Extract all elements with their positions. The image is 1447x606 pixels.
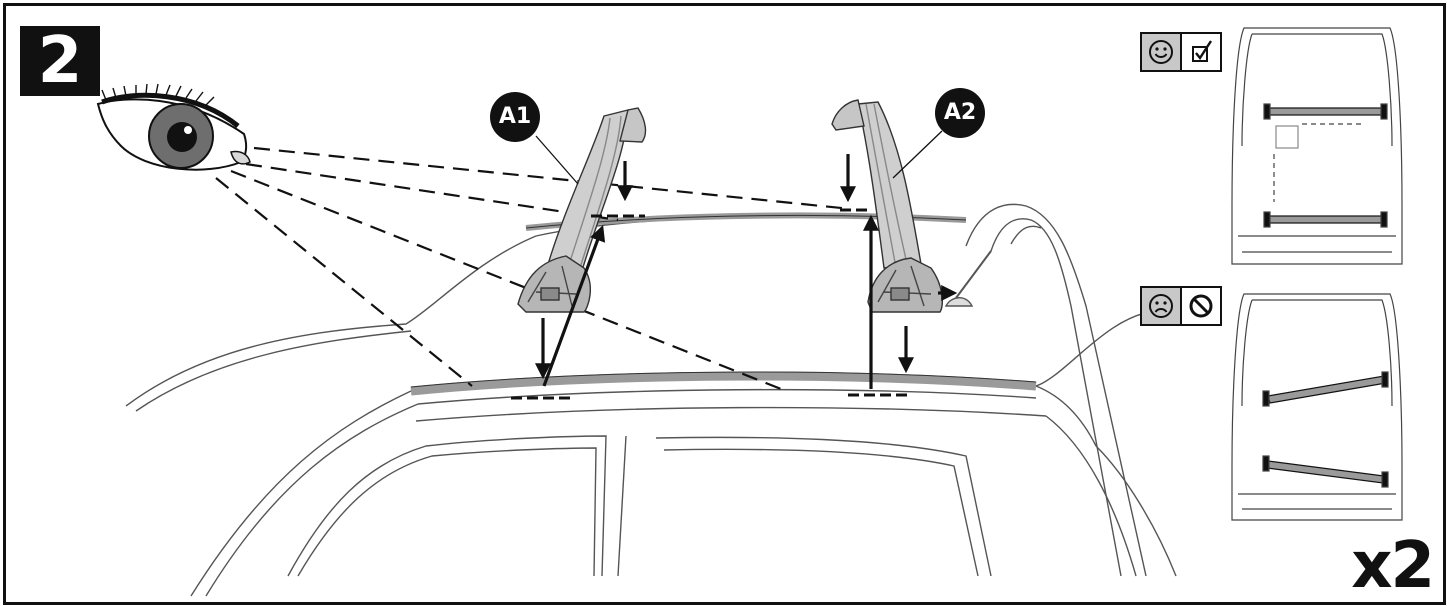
incorrect-layout-diagram: [1231, 293, 1403, 521]
correct-status-indicator: [1140, 32, 1222, 72]
checkbox-checked-icon: [1182, 34, 1220, 70]
quantity-multiplier: x2: [1351, 529, 1435, 603]
prohibited-icon: [1182, 288, 1220, 324]
sight-lines: [215, 146, 852, 393]
callout-a2: A2: [935, 88, 985, 138]
callout-a1: A1: [490, 92, 540, 142]
alignment-marks: [511, 208, 908, 400]
car-roof-scene: [96, 27, 1403, 597]
correct-layout-diagram: [1231, 27, 1403, 265]
illustration-frame: 2 A1 A2: [3, 3, 1446, 605]
incorrect-status-indicator: [1140, 286, 1222, 326]
sad-face-icon: [1142, 288, 1182, 324]
step-number-badge: 2: [20, 26, 100, 96]
smiley-face-icon: [1142, 34, 1182, 70]
callout-leaders: [535, 130, 943, 185]
placement-arrows: [535, 154, 958, 389]
roof-bar-a2: [831, 99, 944, 313]
roof-bar-a1: [517, 107, 647, 313]
roof-rail-front: [410, 371, 1037, 396]
car-body-outline: [125, 203, 1177, 597]
eye-icon: [96, 83, 251, 171]
